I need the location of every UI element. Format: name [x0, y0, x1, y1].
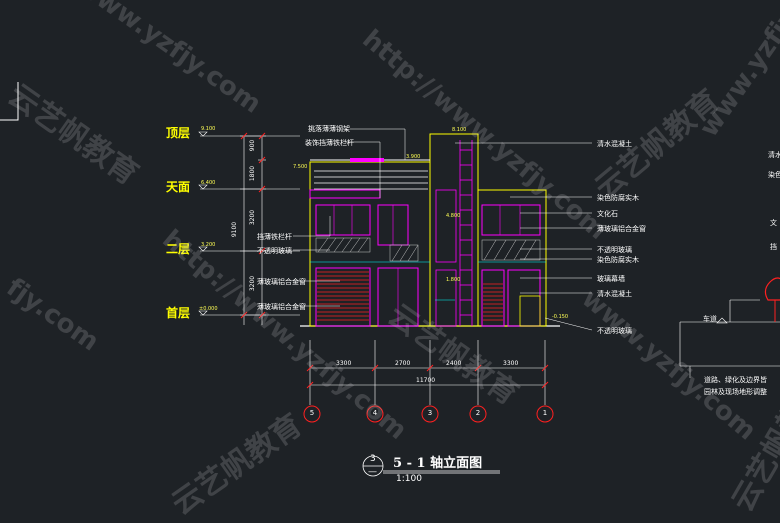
- horizontal-dimension-ticks: [306, 364, 549, 389]
- label-concrete-top: 清水混凝土: [597, 140, 632, 148]
- label-railing: 挡薄铁栏杆: [257, 233, 292, 241]
- elevation-7500: 7.500: [293, 164, 308, 170]
- elevation-8100: 8.100: [452, 127, 467, 133]
- right-edge-label-3: 文: [770, 219, 777, 227]
- label-opaque-glass-left: 不透明玻璃: [257, 247, 292, 255]
- axis-5: 5: [309, 409, 315, 417]
- title-sub: —: [368, 467, 377, 477]
- elevation-3900: 3.900: [406, 154, 421, 160]
- label-curtain-wall: 玻璃幕墙: [597, 275, 625, 283]
- level-label-second: 二层: [166, 242, 191, 256]
- leader-lines: [293, 128, 593, 331]
- hdim-3300-right: 3300: [503, 360, 519, 367]
- drawing-title: 5 - 1 轴立面图: [393, 456, 483, 471]
- title-number: 3: [370, 454, 376, 464]
- label-decor-railing: 装饰挡薄铁栏杆: [305, 139, 354, 147]
- hdim-2700: 2700: [395, 360, 411, 367]
- right-edge-label-2: 染色: [768, 171, 780, 179]
- horizontal-dimension-lines: [309, 340, 546, 405]
- cad-drawing-canvas[interactable]: [0, 0, 780, 510]
- label-culture-stone: 文化石: [597, 210, 618, 218]
- title-symbol: [362, 455, 500, 477]
- vdim-900: 900: [249, 139, 257, 152]
- axis-4: 4: [372, 409, 378, 417]
- right-edge-label-1: 清水: [768, 151, 780, 159]
- label-wood-2: 染色防腐实木: [597, 256, 639, 264]
- vdim-3200-upper: 3200: [249, 209, 257, 226]
- label-opaque-glass-right: 不透明玻璃: [597, 246, 632, 254]
- axis-2: 2: [475, 409, 481, 417]
- label-aluminum-window-2: 薄玻璃铝合金窗: [257, 303, 306, 311]
- elevation-6400: 6.400: [201, 180, 216, 186]
- elevation-markers: [198, 131, 208, 316]
- left-edge-line: [0, 82, 19, 121]
- label-concrete-bottom: 清水混凝土: [597, 290, 632, 298]
- axis-bubbles: [303, 405, 554, 423]
- drawing-scale: 1:100: [396, 474, 422, 484]
- right-side-site: [679, 277, 780, 378]
- hdim-total: 11700: [416, 377, 436, 384]
- right-edge-label-4: 挡: [770, 243, 777, 251]
- label-aluminum-window-right: 薄玻璃铝合金窗: [597, 225, 646, 233]
- site-note-1: 道路、绿化及边界皆: [704, 376, 767, 384]
- hdim-3300-left: 3300: [336, 360, 352, 367]
- hdim-2400: 2400: [446, 360, 462, 367]
- elevation-9100: 9.100: [201, 126, 216, 132]
- level-label-ground: 首层: [166, 306, 191, 320]
- elevation-000: ±0.000: [199, 306, 218, 312]
- elevation-3200: 3.200: [201, 242, 216, 248]
- elevation-1800: 1.800: [446, 277, 461, 283]
- vdim-3200-lower: 3200: [249, 275, 257, 292]
- site-note-2: 园林及现场地形调整: [704, 388, 767, 396]
- label-wood-1: 染色防腐实木: [597, 194, 639, 202]
- elevation-minus-0150: -0.150: [552, 314, 569, 320]
- label-steel-frame: 挑落薄薄钢架: [308, 125, 350, 133]
- label-opaque-glass-bottom: 不透明玻璃: [597, 327, 632, 335]
- level-label-top: 顶层: [166, 126, 191, 140]
- label-aluminum-window-1: 薄玻璃铝合金窗: [257, 278, 306, 286]
- road-label: 车道: [703, 315, 717, 323]
- level-label-roof: 天面: [166, 180, 191, 194]
- vertical-dimension-ticks: [240, 132, 266, 319]
- axis-1: 1: [542, 409, 548, 417]
- elevation-4800: 4.800: [446, 213, 461, 219]
- vdim-9100: 9100: [231, 221, 239, 238]
- vertical-dimension-lines: [240, 135, 266, 325]
- vdim-1800: 1800: [249, 165, 257, 182]
- axis-3: 3: [427, 409, 433, 417]
- building-elevation: [300, 133, 560, 327]
